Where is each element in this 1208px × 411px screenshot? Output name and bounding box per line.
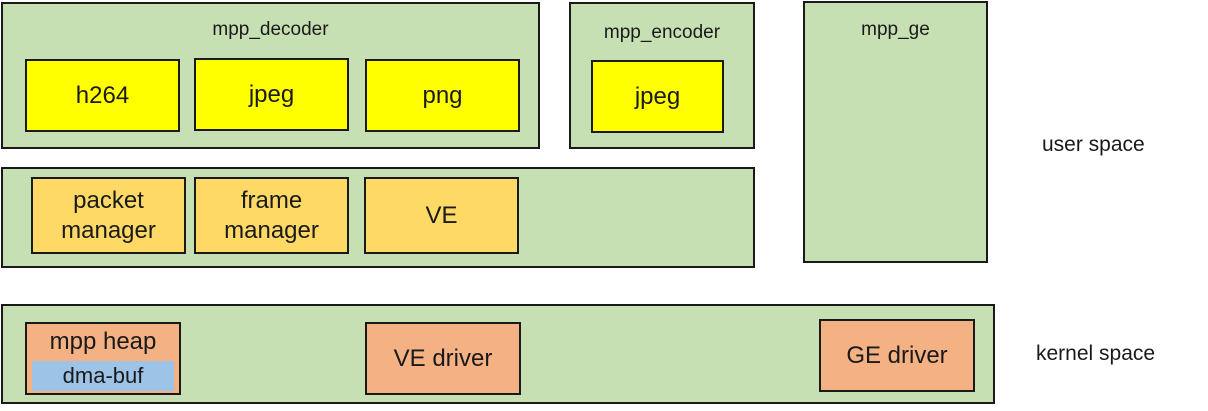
decoder-jpeg-module: jpeg (194, 58, 349, 131)
decoder-jpeg-label: jpeg (248, 80, 295, 108)
frame-manager-label: frame manager (224, 186, 319, 244)
packet-manager-label: packet manager (61, 186, 156, 244)
ve-label: VE (425, 201, 458, 229)
ve-module: VE (364, 177, 519, 254)
ge-driver-label: GE driver (846, 341, 948, 369)
mpp-heap-module: mpp heap dma-buf (25, 322, 181, 395)
decoder-png-module: png (365, 59, 520, 132)
mpp-heap-label: mpp heap (49, 328, 157, 355)
decoder-h264-label: h264 (75, 81, 130, 109)
common-layer-block: packet manager frame manager VE (1, 167, 755, 268)
encoder-jpeg-module: jpeg (591, 60, 724, 133)
mpp-encoder-title: mpp_encoder (603, 22, 721, 43)
mpp-ge-title: mpp_ge (861, 19, 930, 40)
user-space-label: user space (1042, 133, 1145, 156)
kernel-layer-block: mpp heap dma-buf VE driver GE driver (1, 304, 995, 404)
ve-driver-module: VE driver (365, 322, 521, 395)
dma-buf-label: dma-buf (62, 363, 144, 388)
dma-buf-region: dma-buf (32, 361, 174, 391)
decoder-h264-module: h264 (25, 59, 180, 132)
mpp-encoder-block: mpp_encoder jpeg (569, 2, 755, 149)
kernel-space-label: kernel space (1036, 342, 1156, 365)
encoder-jpeg-label: jpeg (634, 82, 681, 110)
decoder-png-label: png (422, 81, 463, 109)
packet-manager-module: packet manager (31, 177, 186, 254)
mpp-decoder-title: mpp_decoder (212, 19, 329, 40)
mpp-decoder-block: mpp_decoder h264 jpeg png (1, 2, 540, 149)
ge-driver-module: GE driver (819, 319, 975, 392)
ve-driver-label: VE driver (393, 344, 493, 372)
mpp-ge-block: mpp_ge (803, 1, 988, 263)
frame-manager-module: frame manager (194, 177, 349, 254)
